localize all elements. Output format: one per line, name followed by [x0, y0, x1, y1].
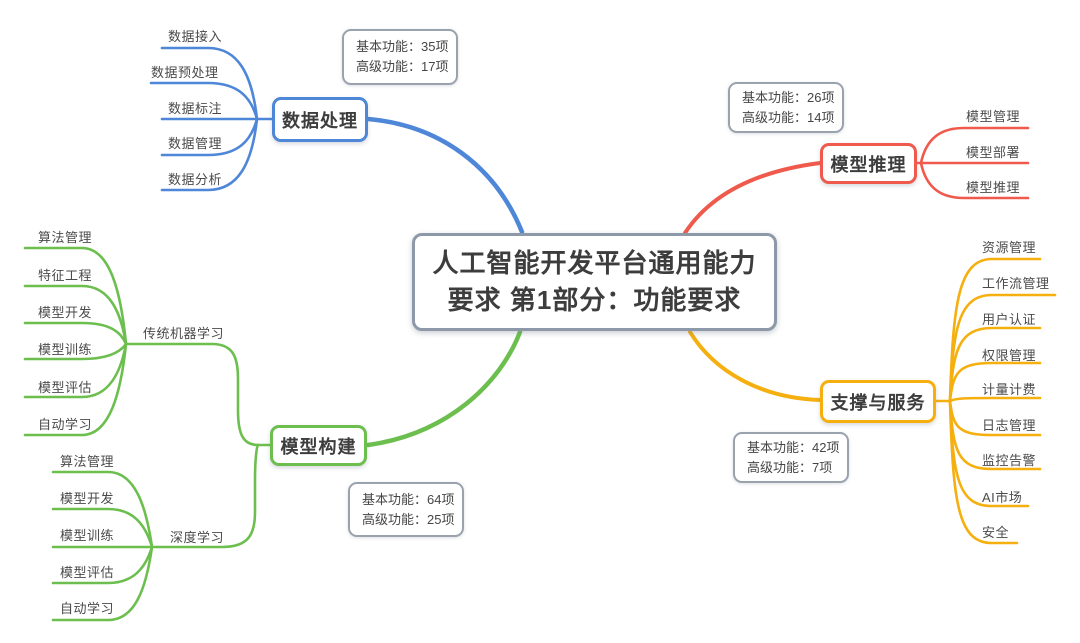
underline-data-analysis [160, 117, 259, 192]
note-line: 高级功能：17项 [356, 59, 449, 74]
node-model-building: 模型构建 [270, 425, 367, 466]
underline-tml-feature-engineering [23, 284, 128, 346]
leaf-tml-model-evaluation: 模型评估 [38, 380, 93, 395]
subbranch-deep-learning: 深度学习 [170, 530, 225, 545]
note-model-inference: 基本功能：26项 高级功能：14项 [728, 82, 844, 133]
note-line: 基本功能：26项 [742, 89, 835, 105]
note-support-services: 基本功能：42项 高级功能：7项 [733, 432, 849, 483]
leaf-dl-algorithm-management: 算法管理 [60, 454, 115, 469]
leaf-model-management: 模型管理 [966, 109, 1021, 124]
leaf-permission-management: 权限管理 [982, 348, 1037, 363]
leaf-model-inference: 模型推理 [966, 180, 1021, 195]
leaf-tml-model-training: 模型训练 [38, 342, 93, 357]
central-topic-line1: 人工智能开发平台通用能力 [432, 248, 757, 278]
underline-dl-model-development [51, 507, 154, 549]
leaf-data-preprocessing: 数据预处理 [151, 65, 219, 80]
underline-traditional-ml [124, 342, 260, 447]
leaf-data-management: 数据管理 [168, 136, 223, 151]
leaf-data-analysis: 数据分析 [168, 172, 223, 187]
leaf-dl-model-training: 模型训练 [60, 528, 115, 543]
leaf-metering-billing: 计量计费 [982, 382, 1037, 397]
note-data-processing: 基本功能：35项 高级功能：17项 [342, 29, 458, 85]
underline-metering-billing [948, 396, 1042, 403]
connector-center-to-model-inference [683, 161, 822, 235]
note-line: 基本功能：42项 [747, 439, 840, 455]
note-model-building: 基本功能：64项 高级功能：25项 [348, 482, 464, 537]
leaf-ai-marketplace: AI市场 [982, 490, 1023, 505]
leaf-resource-management: 资源管理 [982, 240, 1037, 255]
leaf-tml-model-development: 模型开发 [38, 305, 93, 320]
underline-data-preprocessing [149, 81, 259, 121]
leaf-dl-model-evaluation: 模型评估 [60, 565, 115, 580]
note-line: 高级功能：7项 [747, 459, 833, 475]
underline-dl-algorithm-management [51, 470, 154, 549]
underline-tml-model-training [23, 342, 128, 361]
underline-user-authentication [948, 326, 1042, 403]
note-line: 基本功能：35项 [356, 39, 449, 54]
connector-center-to-support-services [688, 330, 822, 402]
subbranch-traditional-machine-learning: 传统机器学习 [143, 326, 225, 341]
leaf-log-management: 日志管理 [982, 418, 1037, 433]
underline-tml-auto-learning [23, 342, 128, 437]
leaf-tml-algorithm-management: 算法管理 [38, 230, 93, 245]
leaf-model-deployment: 模型部署 [966, 145, 1021, 160]
node-data-processing: 数据处理 [272, 97, 368, 142]
underline-tml-model-development [23, 321, 128, 346]
underline-data-ingestion [160, 46, 259, 121]
node-support-services: 支撑与服务 [820, 380, 936, 423]
underline-model-management [919, 126, 1030, 165]
leaf-dl-auto-learning: 自动学习 [60, 601, 115, 616]
underline-data-management [160, 117, 259, 157]
central-topic-line2: 要求 第1部分：功能要求 [447, 285, 742, 315]
leaf-monitoring-alerts: 监控告警 [982, 453, 1037, 468]
leaf-tml-auto-learning: 自动学习 [38, 417, 93, 432]
underline-permission-management [948, 361, 1042, 403]
central-topic: 人工智能开发平台通用能力 要求 第1部分：功能要求 [412, 233, 777, 331]
underline-deep-learning [150, 443, 260, 549]
leaf-tml-feature-engineering: 特征工程 [38, 268, 93, 283]
underline-model-inference-leaf [919, 161, 1030, 200]
note-line: 高级功能：14项 [742, 109, 835, 125]
leaf-security: 安全 [982, 525, 1010, 540]
leaf-user-authentication: 用户认证 [982, 312, 1037, 327]
underline-security [948, 399, 1019, 545]
note-line: 基本功能：64项 [362, 491, 455, 507]
leaf-data-annotation: 数据标注 [168, 101, 223, 116]
node-model-inference: 模型推理 [820, 143, 917, 184]
leaf-dl-model-development: 模型开发 [60, 491, 115, 506]
underline-tml-algorithm-management [23, 246, 128, 346]
connector-center-to-model-building [365, 329, 523, 448]
leaf-data-ingestion: 数据接入 [168, 29, 223, 44]
connector-center-to-data-processing [365, 116, 525, 235]
note-line: 高级功能：25项 [362, 511, 455, 527]
underline-dl-auto-learning [51, 545, 154, 622]
leaf-workflow-management: 工作流管理 [982, 276, 1050, 291]
